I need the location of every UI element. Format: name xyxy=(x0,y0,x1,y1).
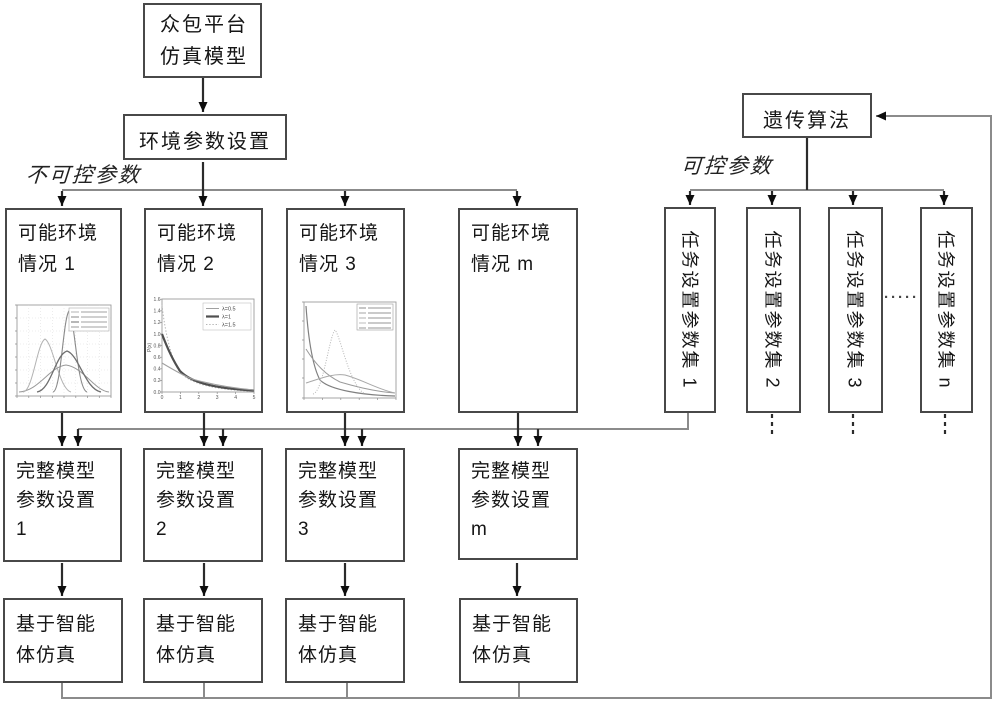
node-text-line: m xyxy=(471,519,488,540)
node-env-case-m: 可能环境 情况 m xyxy=(458,208,578,413)
plot-y-label: P(x) xyxy=(147,343,153,353)
node-text-vertical: 任务设置参数集 1 xyxy=(679,230,700,390)
ellipsis-dots: ····· xyxy=(884,289,919,306)
arrow-stems xyxy=(57,78,949,596)
svg-text:4: 4 xyxy=(234,395,237,401)
svg-text:0.4: 0.4 xyxy=(154,367,161,373)
svg-text:5: 5 xyxy=(253,395,256,401)
node-environment-parameter-settings: 环境参数设置 xyxy=(123,114,287,160)
node-text-line: 基于智能 xyxy=(156,614,237,635)
svg-text:2: 2 xyxy=(197,395,200,401)
svg-text:1.0: 1.0 xyxy=(154,332,161,338)
node-text-line: 基于智能 xyxy=(16,614,97,635)
node-text-line: 完整模型 xyxy=(471,461,552,482)
node-task-param-set-n: 任务设置参数集 n xyxy=(920,207,973,413)
node-full-model-settings-m: 完整模型 参数设置 m xyxy=(458,448,578,560)
env-case-1-normal-plot xyxy=(15,304,112,398)
node-agent-simulation-1: 基于智能 体仿真 xyxy=(3,598,123,683)
svg-text:1.4: 1.4 xyxy=(154,309,161,315)
node-task-param-set-3: 任务设置参数集 3 xyxy=(828,207,883,413)
svg-text:1.6: 1.6 xyxy=(154,297,161,303)
node-agent-simulation-m: 基于智能 体仿真 xyxy=(459,598,578,683)
node-full-model-settings-2: 完整模型 参数设置 2 xyxy=(143,448,263,562)
node-text-line: 可能环境 xyxy=(471,223,552,244)
svg-text:3: 3 xyxy=(216,395,219,401)
node-text-line: 参数设置 xyxy=(156,490,237,511)
node-text-vertical: 任务设置参数集 3 xyxy=(844,230,865,390)
node-full-model-settings-3: 完整模型 参数设置 3 xyxy=(285,448,405,562)
node-text-line: 体仿真 xyxy=(472,645,533,666)
node-full-model-settings-1: 完整模型 参数设置 1 xyxy=(3,448,122,562)
node-crowdsourcing-platform-model: 众包平台 仿真模型 xyxy=(143,3,262,78)
node-text-line: 基于智能 xyxy=(472,614,553,635)
label-uncontrollable-params: 不可控参数 xyxy=(25,164,142,187)
env-case-3-gamma-plot xyxy=(302,301,397,400)
node-text-line: 仿真模型 xyxy=(160,46,248,68)
gray-rails xyxy=(61,111,992,699)
plot-x-ticks: 0 1 2 3 4 5 xyxy=(161,395,256,401)
svg-text:0.8: 0.8 xyxy=(154,343,161,349)
node-text-line: 参数设置 xyxy=(298,490,379,511)
svg-text:0.6: 0.6 xyxy=(154,355,161,361)
node-agent-simulation-3: 基于智能 体仿真 xyxy=(285,598,405,683)
label-controllable-params: 可控参数 xyxy=(680,155,774,178)
node-text-line: 参数设置 xyxy=(16,490,97,511)
node-text-line: 完整模型 xyxy=(156,461,237,482)
node-text-line: 情况 3 xyxy=(299,254,357,275)
node-text-line: 基于智能 xyxy=(298,614,379,635)
node-text-line: 情况 1 xyxy=(18,254,76,275)
dashed-stubs xyxy=(770,414,947,434)
plot-legend: λ=0.5 λ=1 λ=1.5 xyxy=(206,307,236,329)
node-task-param-set-2: 任务设置参数集 2 xyxy=(746,207,801,413)
node-text-vertical: 任务设置参数集 2 xyxy=(762,230,783,390)
svg-text:0.2: 0.2 xyxy=(154,378,161,384)
node-text-vertical: 任务设置参数集 n xyxy=(935,230,956,390)
node-text-line: 可能环境 xyxy=(18,223,99,244)
node-text-line: 可能环境 xyxy=(157,223,238,244)
feedback-loop-line xyxy=(61,111,992,699)
node-text-line: 参数设置 xyxy=(471,490,552,511)
svg-text:1.2: 1.2 xyxy=(154,320,161,326)
node-agent-simulation-2: 基于智能 体仿真 xyxy=(143,598,263,683)
node-text-line: 完整模型 xyxy=(16,461,97,482)
svg-text:λ=0.5: λ=0.5 xyxy=(222,307,236,313)
node-text-line: 3 xyxy=(298,519,310,540)
plot-legend-box xyxy=(202,302,252,331)
plot-legend-box xyxy=(68,307,110,332)
node-text-line: 可能环境 xyxy=(299,223,380,244)
node-text-line: 2 xyxy=(156,519,168,540)
node-text-line: 体仿真 xyxy=(16,645,77,666)
node-text-line: 1 xyxy=(16,519,28,540)
svg-text:λ=1.5: λ=1.5 xyxy=(222,323,236,329)
node-text-line: 体仿真 xyxy=(156,645,217,666)
node-text-line: 情况 2 xyxy=(157,254,215,275)
node-text-line: 体仿真 xyxy=(298,645,359,666)
svg-text:0: 0 xyxy=(161,395,164,401)
svg-text:1: 1 xyxy=(179,395,182,401)
node-text-line: 完整模型 xyxy=(298,461,379,482)
node-text-line: 情况 m xyxy=(471,254,535,275)
svg-text:λ=1: λ=1 xyxy=(222,315,231,321)
node-genetic-algorithm: 遗传算法 xyxy=(742,93,872,138)
env-case-2-exponential-plot: 1.6 1.4 1.2 1.0 0.8 0.6 0.4 0.2 0.0 0 1 … xyxy=(147,297,256,401)
node-task-param-set-1: 任务设置参数集 1 xyxy=(664,207,716,413)
node-text-line: 环境参数设置 xyxy=(139,131,271,153)
plot-y-ticks: 1.6 1.4 1.2 1.0 0.8 0.6 0.4 0.2 0.0 xyxy=(154,297,161,396)
node-text-line: 遗传算法 xyxy=(763,110,851,132)
svg-text:0.0: 0.0 xyxy=(154,390,161,396)
node-text-line: 众包平台 xyxy=(160,14,248,36)
